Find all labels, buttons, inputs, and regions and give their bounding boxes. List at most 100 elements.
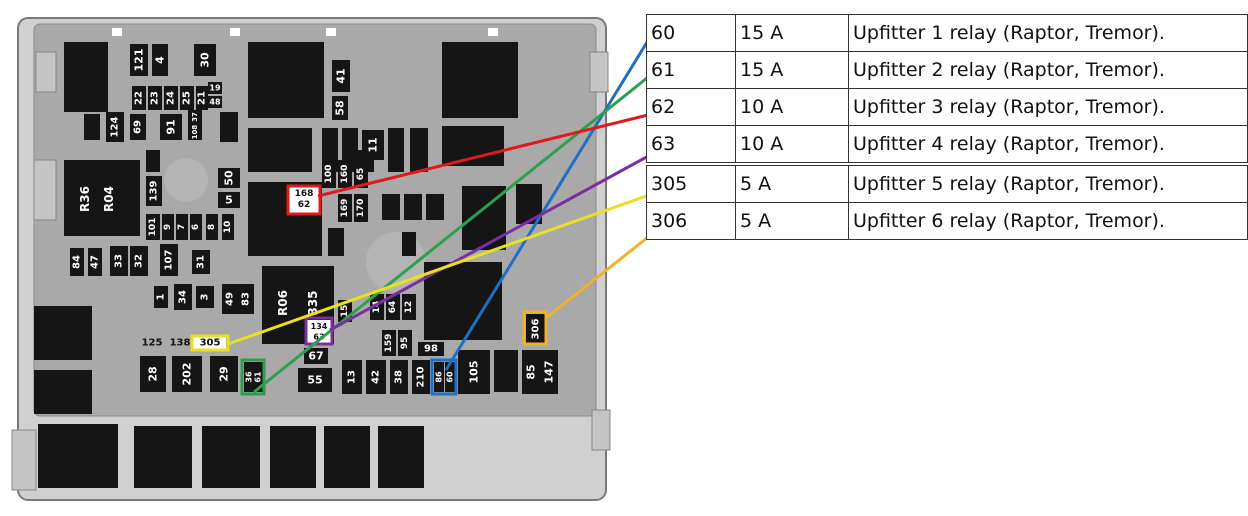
- fuse-label: 31: [196, 255, 207, 269]
- fuse-label: 19: [209, 84, 221, 93]
- connector-line-63: [329, 152, 653, 332]
- fuse-slot: [146, 214, 160, 240]
- fuse-slot: [370, 294, 384, 320]
- fuse-label: 64: [388, 301, 398, 314]
- fuse-label: 61: [254, 371, 263, 383]
- relay-block: [494, 350, 518, 392]
- fuse-label: 50: [223, 170, 236, 186]
- fuse-slot: [148, 86, 162, 110]
- fuse-label: 125: [142, 338, 163, 349]
- fuse-amperage: 15 A: [735, 51, 849, 89]
- relay-block: [134, 426, 192, 488]
- fuse-label: 12: [404, 301, 414, 314]
- relay-block: [270, 426, 316, 488]
- fuse-slot: [70, 248, 84, 276]
- fuse-slot: [194, 44, 216, 76]
- fuse-label: 34: [178, 290, 189, 304]
- fuse-label: 105: [468, 361, 481, 384]
- fuse-slot: [88, 248, 102, 276]
- highlight-fuse-306: [522, 310, 548, 346]
- table-row: 306 5 A Upfitter 6 relay (Raptor, Tremor…: [646, 202, 1248, 240]
- fuse-slot: [412, 360, 430, 394]
- fuse-slot: [196, 86, 208, 110]
- fuse-label: 33: [114, 254, 125, 268]
- fuse-label: 3: [200, 293, 211, 300]
- fuse-label: 29: [218, 366, 231, 381]
- fuse-slot: [338, 160, 352, 188]
- fuse-number: 305: [646, 162, 736, 203]
- fuse-label: 32: [134, 254, 145, 268]
- fuse-label: 55: [307, 374, 322, 387]
- fuse-slot: [192, 250, 210, 274]
- fuse-slot: [110, 246, 128, 276]
- fuse-label: 28: [147, 366, 160, 381]
- relay-block: [64, 42, 108, 112]
- fuse-slot: [332, 60, 350, 92]
- fuse-slot: [304, 348, 328, 364]
- fuse-label: 210: [416, 367, 427, 388]
- fuse-slot: [386, 294, 400, 320]
- fuse-slot: [402, 294, 416, 320]
- fuse-slot: [188, 124, 202, 140]
- relay-block: [442, 42, 518, 118]
- fuse-slot: [106, 112, 124, 142]
- fuse-label: 42: [371, 370, 382, 384]
- fuse-label: 10: [223, 221, 233, 234]
- fuse-label: 22: [134, 91, 145, 105]
- table-row: 61 15 A Upfitter 2 relay (Raptor, Tremor…: [646, 51, 1248, 89]
- fuse-slot: [160, 114, 182, 140]
- fuse-label: 160: [340, 165, 350, 184]
- relay-block: [202, 426, 260, 488]
- fuse-label: 107: [164, 250, 175, 271]
- fuse-description: Upfitter 4 relay (Raptor, Tremor).: [848, 125, 1248, 165]
- fuse-slot: [458, 350, 490, 394]
- fuse-label: 58: [334, 100, 347, 115]
- fuse-slot: [130, 246, 148, 276]
- fuse-label: 85: [525, 364, 538, 379]
- fuse-slot: [322, 160, 336, 188]
- fuse-label: 305: [200, 338, 221, 349]
- fuse-number: 60: [646, 14, 736, 52]
- fuse-slot: [338, 194, 352, 222]
- fuse-label: 65: [356, 168, 366, 181]
- fuse-label: 62: [298, 200, 311, 210]
- fuse-slot: [522, 350, 540, 394]
- fuse-slot: [244, 362, 254, 392]
- table-row: 62 10 A Upfitter 3 relay (Raptor, Tremor…: [646, 88, 1248, 126]
- fuse-label: R04: [102, 186, 116, 212]
- fuse-slot: [445, 362, 455, 392]
- fuse-slot: [174, 284, 192, 310]
- fuse-slot: [140, 356, 166, 392]
- fuse-slot: [180, 86, 194, 110]
- fuse-slot: [354, 160, 368, 188]
- fuse-label: 169: [340, 199, 350, 218]
- fuse-label: 124: [110, 117, 121, 138]
- fuse-slot: [253, 362, 263, 392]
- fuse-slot: [238, 284, 254, 314]
- fuse-number: 62: [646, 88, 736, 126]
- fuse-label: 48: [209, 98, 221, 107]
- fuse-label: 63: [313, 333, 324, 342]
- fuse-slot: [388, 128, 404, 172]
- fuse-slot: [196, 286, 214, 308]
- fuse-label: 47: [90, 255, 101, 269]
- fuse-label-plate: [526, 314, 546, 344]
- fuse-slot: [222, 214, 234, 240]
- fuse-label: 25: [182, 91, 193, 105]
- fuse-slot: [218, 192, 240, 208]
- fuse-amperage: 5 A: [735, 202, 849, 240]
- fuse-slot: [342, 360, 362, 394]
- fuse-label: 30: [199, 52, 212, 68]
- highlight-fuse-60: [430, 358, 458, 396]
- fuse-slot: [130, 114, 146, 140]
- relay-block: [248, 128, 312, 172]
- fuse-label: 98: [424, 344, 438, 355]
- fuse-slot: [210, 356, 238, 392]
- fuse-slot: [154, 286, 168, 308]
- relay-block: [64, 160, 140, 236]
- fuse-label: 49: [225, 292, 236, 306]
- fuse-slot: [434, 362, 444, 392]
- fuse-amperage: 10 A: [735, 88, 849, 126]
- fuse-label: 69: [133, 120, 144, 134]
- fuse-label: 108: [191, 125, 199, 140]
